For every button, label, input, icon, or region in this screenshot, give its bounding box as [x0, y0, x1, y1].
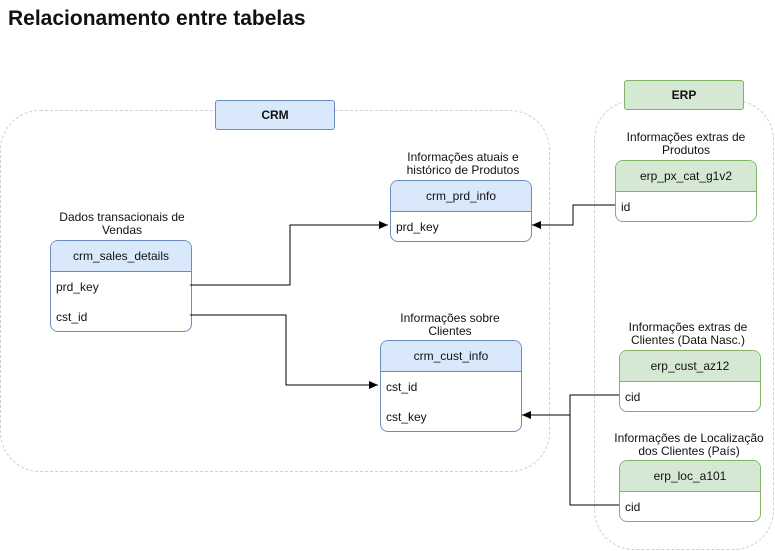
crm-group-label[interactable]: CRM: [215, 100, 335, 130]
table-erp-px-cat-g1v2[interactable]: erp_px_cat_g1v2 id: [615, 160, 757, 222]
table-erp-loc-a101[interactable]: erp_loc_a101 cid: [619, 460, 761, 522]
field-cst-key[interactable]: cst_key: [386, 410, 427, 424]
table-header[interactable]: erp_loc_a101: [620, 461, 760, 492]
table-header[interactable]: erp_cust_az12: [620, 351, 760, 382]
table-header[interactable]: crm_cust_info: [381, 341, 521, 372]
field-cst-id[interactable]: cst_id: [56, 310, 88, 324]
table-header[interactable]: erp_px_cat_g1v2: [616, 161, 756, 192]
field-cid[interactable]: cid: [625, 500, 641, 514]
table-erp-cust-az12[interactable]: erp_cust_az12 cid: [619, 350, 761, 412]
field-cid[interactable]: cid: [625, 390, 641, 404]
field-prd-key[interactable]: prd_key: [56, 280, 99, 294]
caption-crm-sales-details: Dados transacionais de Vendas: [59, 210, 185, 237]
caption-crm-prd-info: Informações atuais e histórico de Produt…: [406, 150, 520, 177]
table-crm-prd-info[interactable]: crm_prd_info prd_key: [390, 180, 532, 242]
table-header[interactable]: crm_sales_details: [51, 241, 191, 272]
field-cst-id[interactable]: cst_id: [386, 380, 418, 394]
field-id[interactable]: id: [621, 200, 631, 214]
table-header[interactable]: crm_prd_info: [391, 181, 531, 212]
table-crm-cust-info[interactable]: crm_cust_info cst_id cst_key: [380, 340, 522, 432]
caption-erp-loc-a101: Informações de Localização dos Clientes …: [614, 431, 764, 458]
field-prd-key[interactable]: prd_key: [396, 220, 439, 234]
table-crm-sales-details[interactable]: crm_sales_details prd_key cst_id: [50, 240, 192, 332]
diagram-title: Relacionamento entre tabelas: [8, 7, 306, 30]
caption-erp-cust-az12: Informações extras de Clientes (Data Nas…: [628, 320, 748, 347]
erp-group-label[interactable]: ERP: [624, 80, 744, 110]
caption-erp-px-cat: Informações extras de Produtos: [626, 130, 746, 157]
caption-crm-cust-info: Informações sobre Clientes: [400, 311, 500, 338]
